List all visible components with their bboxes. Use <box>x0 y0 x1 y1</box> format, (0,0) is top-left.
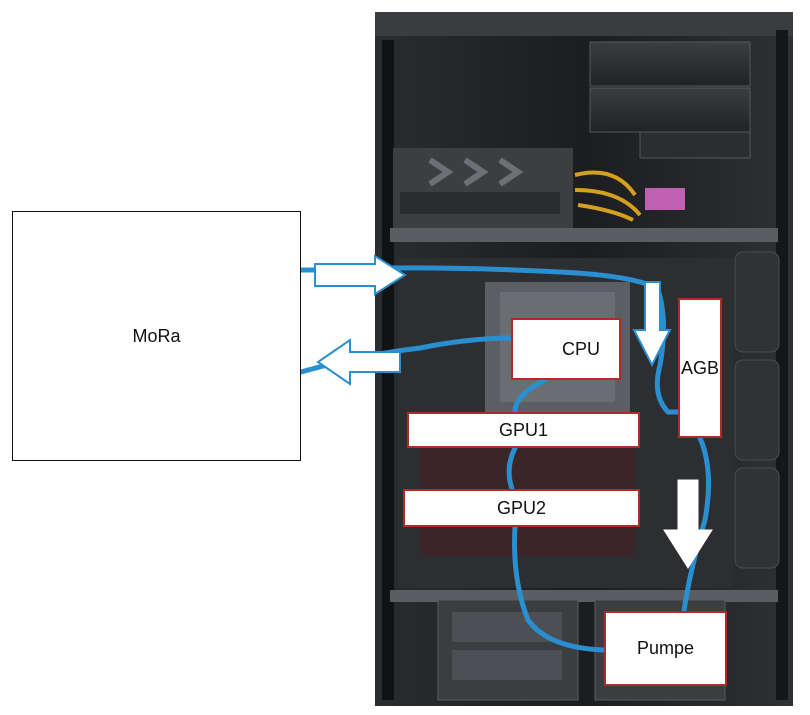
gpu2-label: GPU2 <box>496 497 547 518</box>
psu-cables <box>574 170 642 222</box>
cable-connector <box>645 188 685 210</box>
agb-label: AGB <box>680 357 719 378</box>
tube-pump-to-gpu2 <box>512 524 607 653</box>
arrow-down-to-agb <box>632 281 672 368</box>
arrow-to-mora <box>316 338 401 386</box>
pump-box: Pumpe <box>604 611 727 686</box>
tube-gpu1-to-cpu <box>512 377 548 415</box>
psu-shelf <box>390 228 778 242</box>
arrow-down-to-pump <box>663 479 713 569</box>
psu-label-plate <box>400 192 560 214</box>
power-supply <box>393 148 573 228</box>
gpu2-box: GPU2 <box>403 489 640 527</box>
flow-arrows <box>314 254 672 386</box>
gpu1-label: GPU1 <box>498 419 549 440</box>
gpu1-card <box>420 448 635 490</box>
lower-shelf <box>390 590 778 602</box>
arrow-to-case <box>314 254 407 296</box>
cpu-box: CPU <box>511 318 621 380</box>
tube-mora-to-agb <box>297 265 683 415</box>
tube-agb-to-pump <box>681 435 712 614</box>
case-top-rail <box>375 12 793 36</box>
drive-bay-3 <box>639 131 751 159</box>
side-fan-1 <box>734 251 780 353</box>
gpu2-card <box>420 526 635 556</box>
pump-label: Pumpe <box>636 638 695 658</box>
hdd-2 <box>452 650 562 680</box>
drive-bay-2 <box>589 87 751 133</box>
psu-chevrons <box>428 157 524 187</box>
mora-label: MoRa <box>132 325 181 346</box>
tube-gpu2-to-gpu1 <box>506 445 518 492</box>
mora-radiator-box: MoRa <box>12 211 301 461</box>
cpu-label: CPU <box>561 338 600 359</box>
side-fan-2 <box>734 359 780 461</box>
agb-reservoir-box: AGB <box>678 298 722 438</box>
side-fan-3 <box>734 467 780 569</box>
gpu1-box: GPU1 <box>407 412 640 448</box>
drive-bay-1 <box>589 41 751 87</box>
